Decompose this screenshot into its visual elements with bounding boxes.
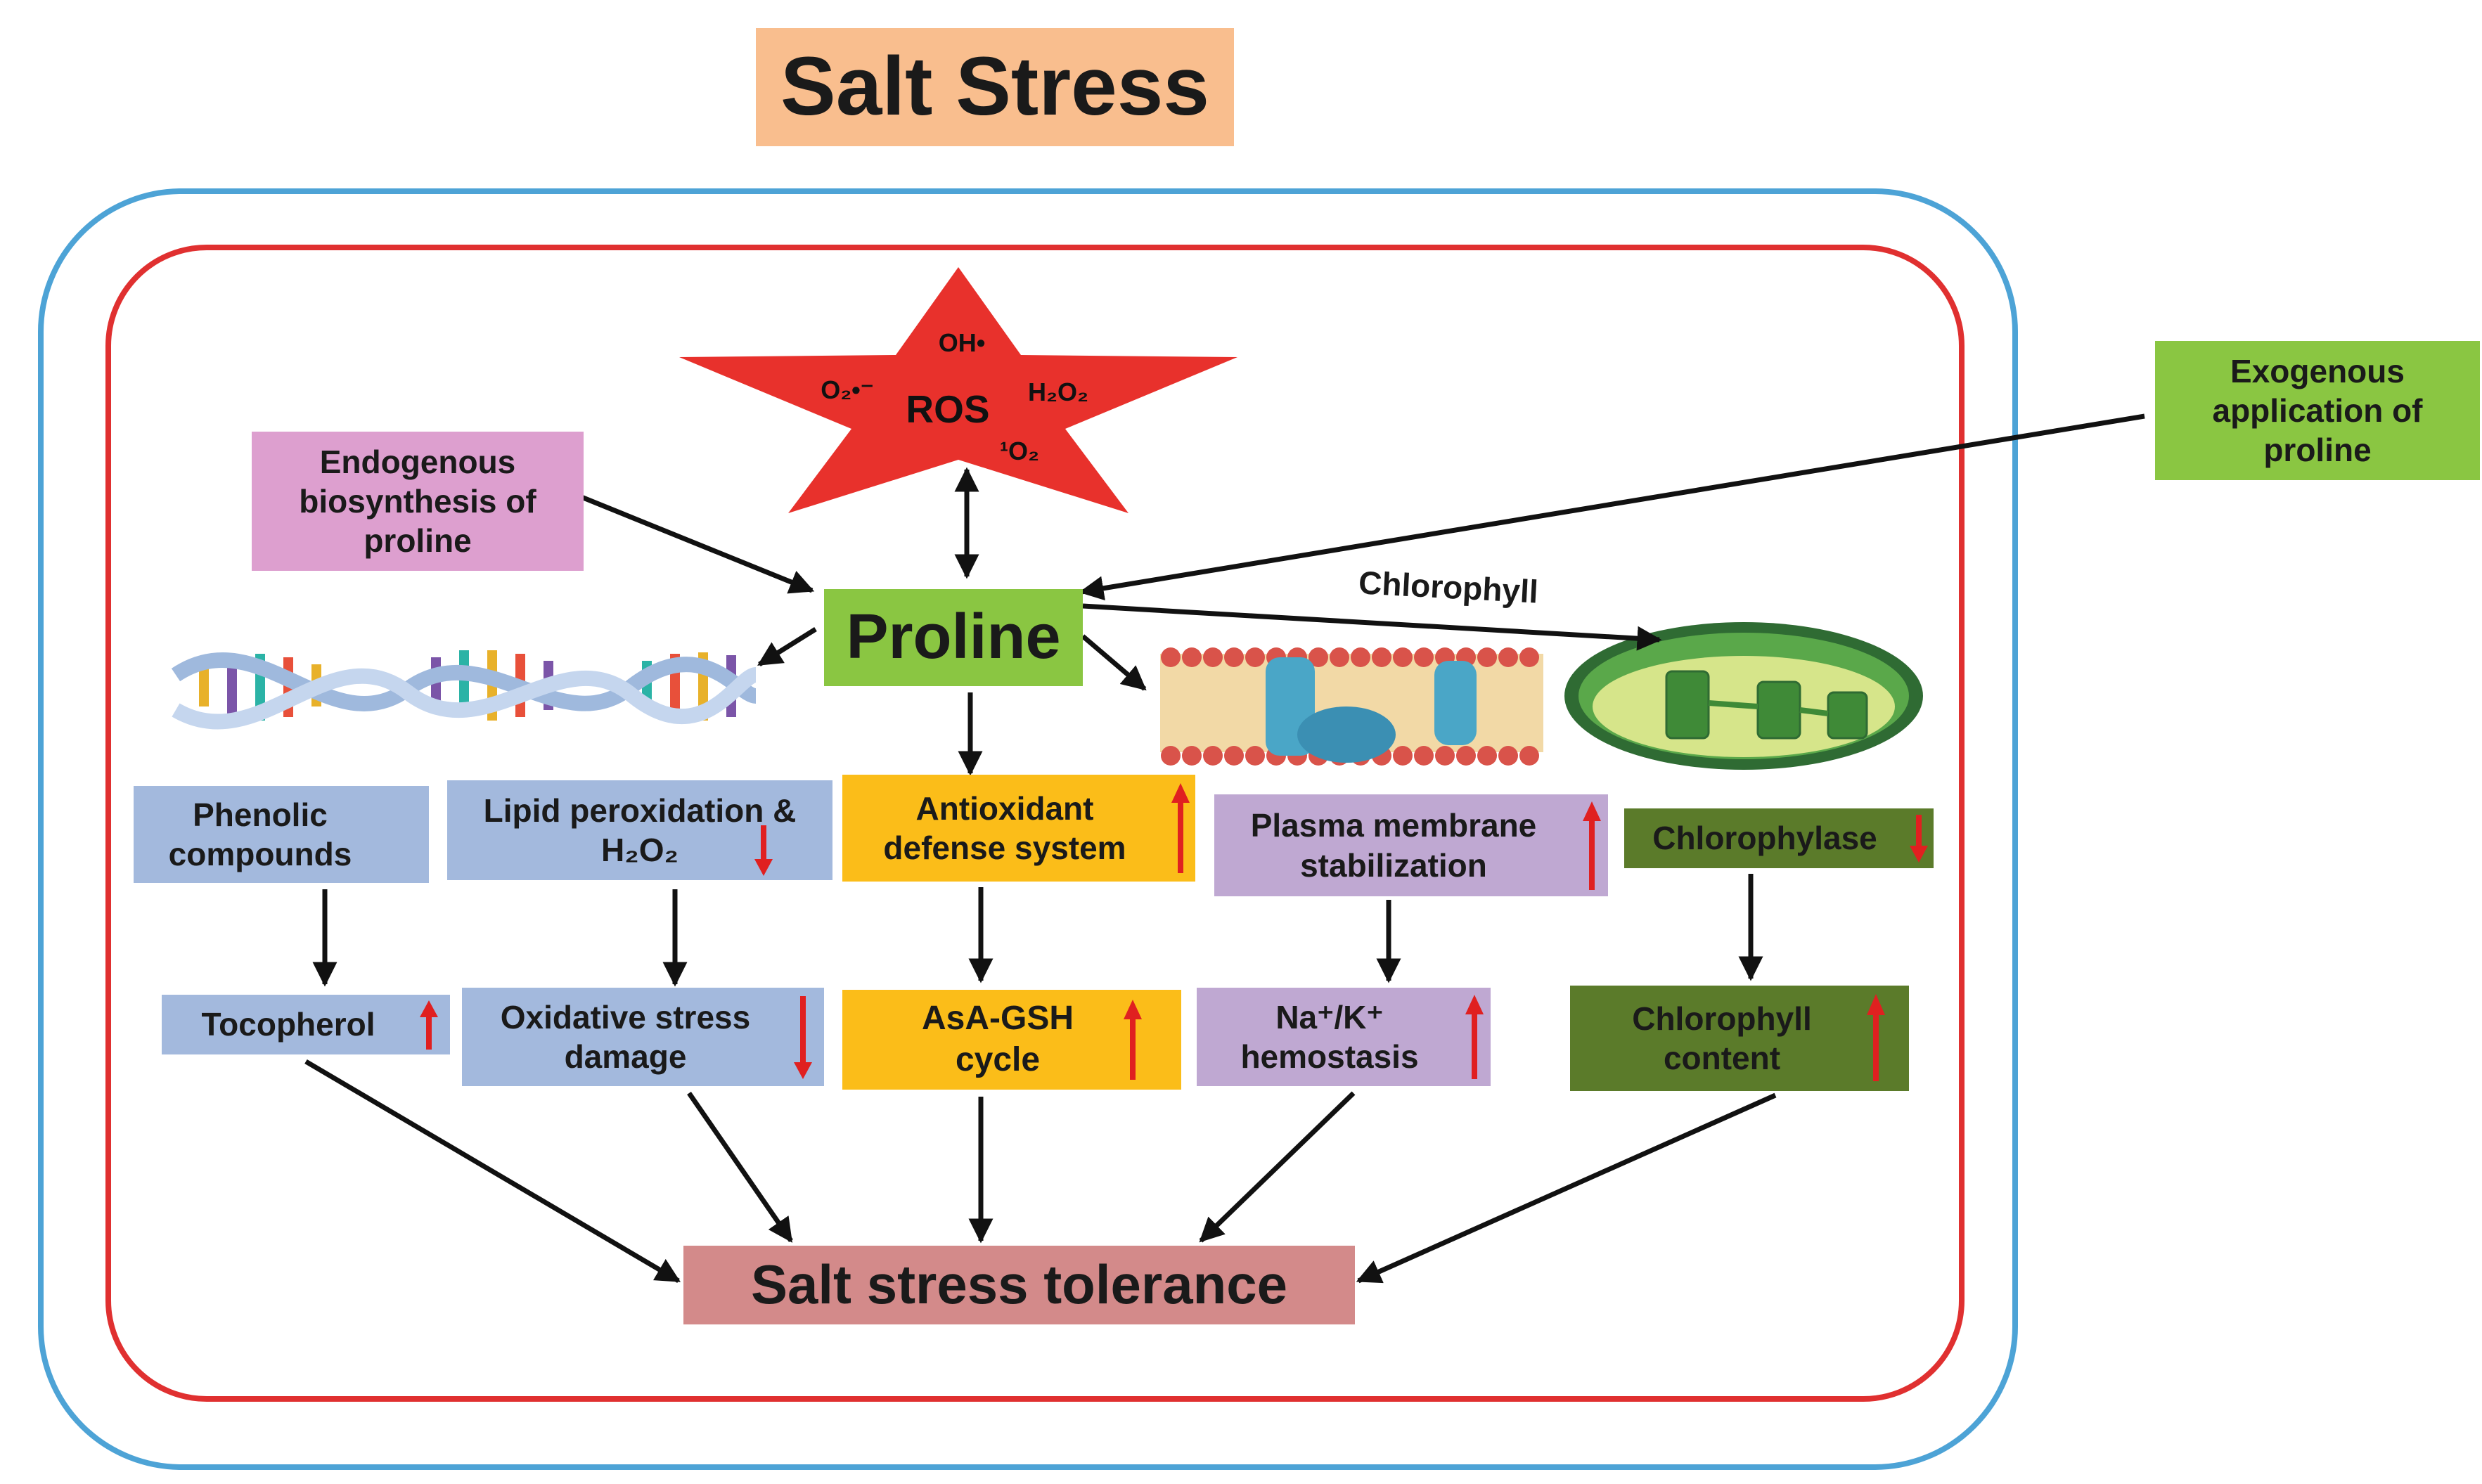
arrow-up-icon: [1583, 801, 1601, 890]
arrow-proline-membrane: [1081, 634, 1147, 691]
tocopherol-label: Tocopherol: [201, 1006, 375, 1043]
antioxidant-label: Antioxidant defense system: [883, 789, 1126, 866]
arrow-down-icon: [1910, 815, 1928, 863]
asa-gsh-box: AsA-GSH cycle: [842, 990, 1181, 1090]
arrow-na-tolerance: [1199, 1091, 1356, 1243]
arrow-endogenous-proline: [577, 493, 815, 594]
arrow-up-icon: [1867, 994, 1885, 1081]
arrow-tocopherol-tolerance: [304, 1059, 681, 1284]
connectors: [304, 413, 2145, 1284]
arrow-up-icon: [1171, 783, 1190, 873]
exogenous-box: Exogenous application of proline: [2155, 341, 2480, 480]
plasma-label: Plasma membrane stabilization: [1250, 807, 1537, 884]
plasma-membrane-box: Plasma membrane stabilization: [1214, 794, 1608, 896]
endogenous-label: Endogenous biosynthesis of proline: [299, 443, 536, 560]
asa-label: AsA-GSH cycle: [921, 1000, 1074, 1078]
chloroplast-icon: [1564, 622, 1923, 770]
dna-helix-icon: [171, 650, 758, 730]
antioxidant-box: Antioxidant defense system: [842, 775, 1195, 882]
phenolic-compounds-box: Phenolic compounds: [134, 786, 554, 883]
title-label: Salt Stress: [780, 40, 1209, 134]
lipid-label: Lipid peroxidation &H₂O₂: [483, 792, 797, 868]
exogenous-label: Exogenous application of proline: [2212, 352, 2423, 469]
arrow-oxidative-tolerance: [687, 1092, 793, 1243]
phenolic-label: Phenolic compounds: [168, 796, 352, 872]
oxidative-stress-box: Oxidative stress damage: [462, 988, 824, 1086]
inner-boundary: [105, 245, 1965, 1402]
arrow-proline-chloroplast: [1082, 603, 1662, 651]
proline-box: Proline: [824, 589, 1083, 686]
na-k-hemostasis-box: Na⁺/K⁺hemostasis: [1197, 988, 1491, 1086]
salt-stress-tolerance-box: Salt stress tolerance: [683, 1246, 1355, 1324]
cell-membrane-icon: [1160, 647, 1543, 766]
chl-content-label: Chlorophyll content: [1632, 1000, 1812, 1076]
ros-singlet-oxygen-label: ¹O₂: [1000, 437, 1039, 466]
arrow-up-icon: [1465, 995, 1484, 1079]
oxidative-label: Oxidative stress damage: [500, 998, 751, 1075]
lipid-peroxidation-box: Lipid peroxidation &H₂O₂: [447, 780, 832, 880]
chlorophylase-label: Chlorophylase: [1652, 820, 1877, 857]
title-box: Salt Stress: [756, 28, 1234, 146]
ros-label: ROS: [906, 387, 990, 431]
endogenous-box: Endogenous biosynthesis of proline: [252, 432, 584, 571]
arrow-content-tolerance: [1356, 1092, 1777, 1284]
arrow-down-icon: [754, 825, 773, 876]
outer-boundary: [38, 188, 2018, 1470]
chlorophyll-content-box: Chlorophyll content: [1570, 986, 1909, 1091]
tolerance-label: Salt stress tolerance: [750, 1253, 1288, 1316]
ros-h2o2-label: H₂O₂: [1028, 378, 1088, 407]
chlorophylase-box: Chlorophylase: [1624, 808, 1934, 868]
ros-star-icon: [679, 267, 1237, 513]
proline-label: Proline: [846, 602, 1061, 673]
arrow-up-icon: [420, 1000, 438, 1050]
tocopherol-box: Tocopherol: [162, 995, 450, 1054]
arrow-proline-dna: [757, 627, 817, 666]
ros-oh-label: OH•: [938, 328, 986, 358]
arrow-down-icon: [794, 996, 812, 1079]
arrow-exogenous-proline: [1079, 413, 2145, 601]
na-label: Na⁺/K⁺hemostasis: [1240, 998, 1419, 1075]
ros-superoxide-label: O₂•⁻: [821, 375, 874, 405]
arrow-up-icon: [1124, 1000, 1142, 1080]
